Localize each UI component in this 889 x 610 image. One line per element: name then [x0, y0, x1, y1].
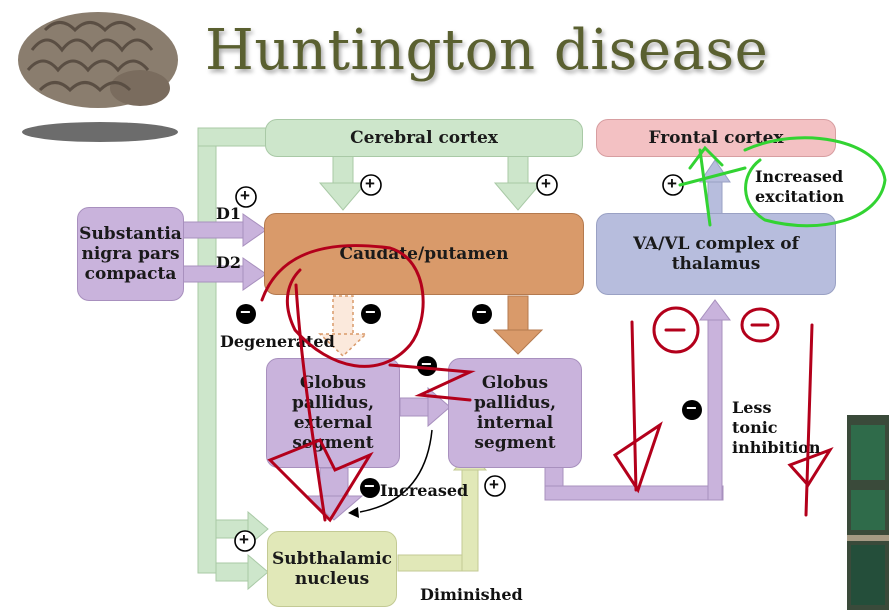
degenerated-label: Degenerated	[220, 332, 335, 351]
minus-sign-gpi: −	[476, 302, 487, 322]
plus-sign-stn-gpi: +	[489, 475, 499, 494]
minus-sign-gpe: −	[365, 302, 376, 322]
va-vl-thalamus-box: VA/VL complex of thalamus	[596, 213, 836, 295]
diminished-label: Diminished	[420, 585, 523, 604]
plus-sign-d1: +	[240, 186, 250, 205]
globus-pallidus-external-box: Globus pallidus, external segment	[266, 358, 400, 468]
plus-sign-cortex-right: +	[541, 174, 551, 193]
cerebral-cortex-box: Cerebral cortex	[265, 119, 583, 157]
plus-sign-stn-input: +	[239, 530, 249, 549]
frontal-cortex-box: Frontal cortex	[596, 119, 836, 157]
subthalamic-nucleus-box: Subthalamic nucleus	[267, 531, 397, 607]
plus-sign-thalamus: +	[667, 174, 677, 193]
bookshelf-image	[847, 415, 889, 610]
brain-icon	[18, 12, 178, 142]
globus-pallidus-internal-box: Globus pallidus, internal segment	[448, 358, 582, 468]
less-tonic-inhibition-label: Less tonic inhibition	[732, 398, 821, 457]
page-title: Huntington disease	[205, 18, 769, 83]
minus-sign-gpe-gpi: −	[421, 354, 432, 374]
increased-label: Increased	[380, 481, 469, 500]
minus-sign-gpe-stn: −	[364, 476, 375, 496]
increased-excitation-label: Increased excitation	[755, 167, 845, 206]
substantia-nigra-box: Substantia nigra pars compacta	[77, 207, 184, 301]
d1-label: D1	[216, 204, 242, 223]
minus-sign-d2: −	[240, 302, 251, 322]
minus-sign-thalamus: −	[686, 398, 697, 418]
d2-label: D2	[216, 253, 242, 272]
plus-sign-cortex-left: +	[365, 174, 375, 193]
caudate-putamen-box: Caudate/putamen	[264, 213, 584, 295]
